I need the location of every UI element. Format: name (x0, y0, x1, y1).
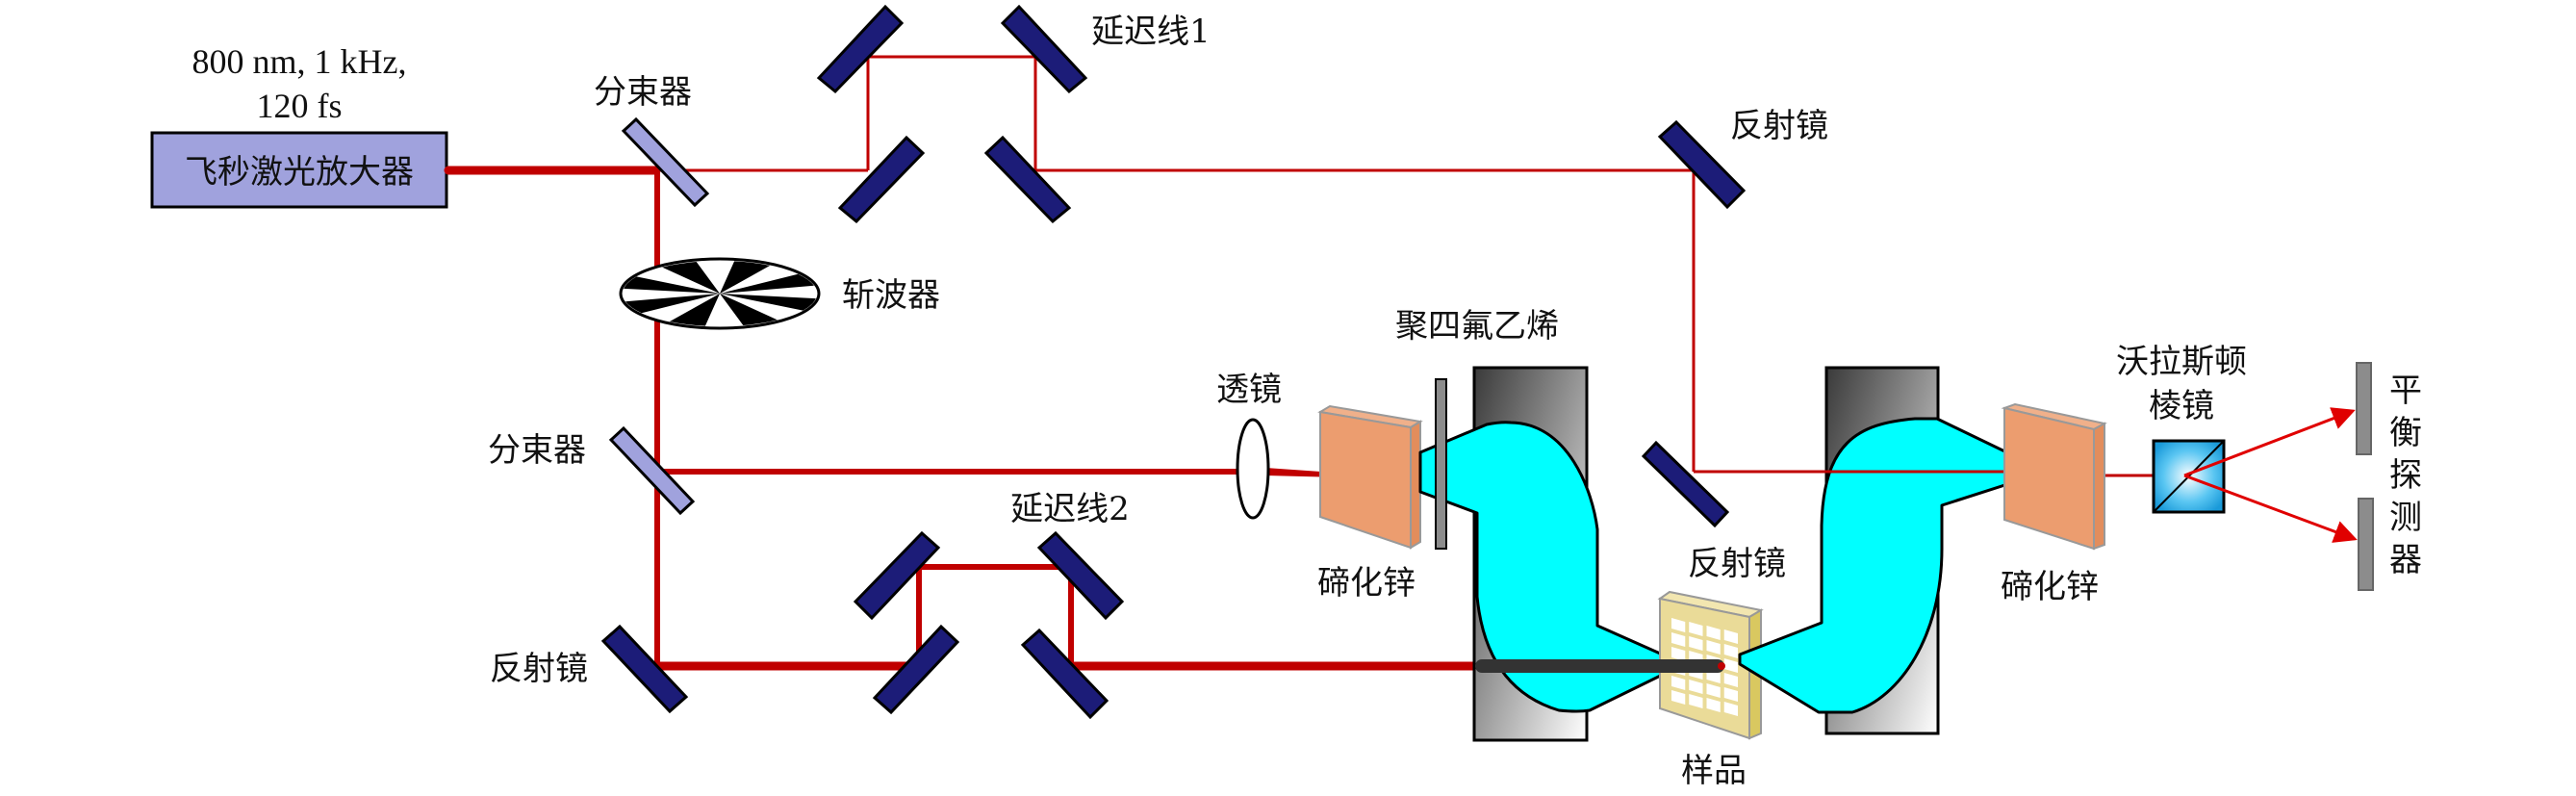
detector-char-2: 衡 (2389, 414, 2422, 452)
delay2-mirror-top-right (1036, 530, 1125, 621)
sample-grid-cell (1723, 702, 1738, 716)
laser-label: 飞秒激光放大器 (185, 153, 414, 192)
wollaston-label-line2: 棱镜 (2149, 387, 2214, 425)
sample-grid-cell (1689, 680, 1703, 694)
split-beam-lower (2183, 474, 2358, 543)
sample-grid-cell (1706, 626, 1721, 640)
sample-grid-cell (1671, 690, 1686, 705)
detector-char-1: 平 (2389, 372, 2422, 410)
delay2-mirror-bottom-right (1020, 628, 1109, 720)
delay1-mirror-top-right (1000, 4, 1088, 94)
mirror-top-right (1657, 119, 1747, 210)
chopper-blade (624, 276, 720, 294)
sample-grid-cell (1723, 658, 1738, 673)
chopper-blade (720, 294, 778, 325)
photodiode-upper (2356, 362, 2372, 455)
sample-grid-cell (1671, 647, 1686, 661)
ptfe-filter (1435, 378, 1447, 550)
chopper-blade (662, 262, 720, 294)
delay1-mirror-bottom-left (837, 135, 926, 224)
detector-char-4: 测 (2389, 499, 2422, 537)
mirror-center (1641, 440, 1730, 528)
sample-grid-cell (1671, 618, 1686, 632)
chopper-label: 斩波器 (842, 276, 940, 315)
mirror-bottom-left-label: 反射镜 (490, 650, 588, 688)
chopper-blade (669, 294, 720, 326)
lens (1236, 418, 1270, 520)
ptfe-label: 聚四氟乙烯 (1395, 307, 1559, 346)
delay2-mirror-bottom-left (872, 624, 960, 715)
mirror-bottom-left (600, 624, 689, 714)
split-beam-upper (2183, 407, 2356, 477)
delay-line-2-path (916, 564, 1074, 666)
sample-grid-cell (1671, 676, 1686, 690)
sample-grid-cell (1706, 640, 1721, 655)
znte-emitter (1317, 404, 1423, 550)
sample-grid-cell (1671, 632, 1686, 647)
sample-grid-cell (1723, 687, 1738, 702)
chopper-blade (720, 294, 816, 311)
mirror-center-label: 反射镜 (1688, 545, 1786, 583)
sample-grid-cell (1689, 636, 1703, 651)
chopper-blade (720, 273, 814, 294)
femtosecond-laser-amplifier (150, 131, 448, 209)
wollaston-label-line1: 沃拉斯顿 (2116, 343, 2247, 381)
beam-splitter-top (621, 116, 710, 208)
delay2-mirror-top-left (853, 530, 941, 621)
chopper-blade (625, 294, 720, 314)
detector-char-3: 探 (2389, 456, 2422, 495)
balanced-detector-label: 平 衡 探 测 器 (2389, 372, 2422, 579)
znte-left-label: 碲化锌 (1317, 564, 1416, 603)
lens-label: 透镜 (1216, 371, 1282, 409)
pump-spot (1718, 662, 1725, 670)
sample-grid-cell (1706, 698, 1721, 712)
sample-grid-cell (1723, 644, 1738, 658)
sample-grid-cell (1723, 673, 1738, 687)
photodiode-lower (2358, 498, 2374, 591)
sample-grid-cell (1689, 622, 1703, 636)
chopper-icon (619, 257, 821, 330)
znte-right-label: 碲化锌 (2001, 568, 2099, 606)
laser-spec-line2: 120 fs (257, 87, 343, 125)
beam-splitter-mid (608, 425, 696, 516)
delay-line-2-label: 延迟线2 (1010, 490, 1130, 528)
sample-grid-cell (1689, 694, 1703, 708)
thz-beam-right (1738, 417, 2049, 714)
delay1-mirror-bottom-right (983, 135, 1072, 224)
znte-detector-crystal (2001, 402, 2107, 551)
sample-label: 样品 (1681, 752, 1747, 790)
laser-spec-line1: 800 nm, 1 kHz, (192, 42, 407, 81)
sample-grid-cell (1706, 683, 1721, 698)
delay-line-1-label: 延迟线1 (1091, 13, 1211, 51)
sample-grid-cell (1723, 629, 1738, 644)
detector-char-5: 器 (2389, 541, 2422, 579)
beam-splitter-mid-label: 分束器 (488, 431, 586, 470)
beam-splitter-top-label: 分束器 (594, 73, 692, 112)
delay1-mirror-top-left (816, 4, 905, 94)
chopper-blade (720, 261, 771, 294)
mirror-top-right-label: 反射镜 (1730, 107, 1828, 145)
delay-line-1-path (866, 55, 1037, 170)
